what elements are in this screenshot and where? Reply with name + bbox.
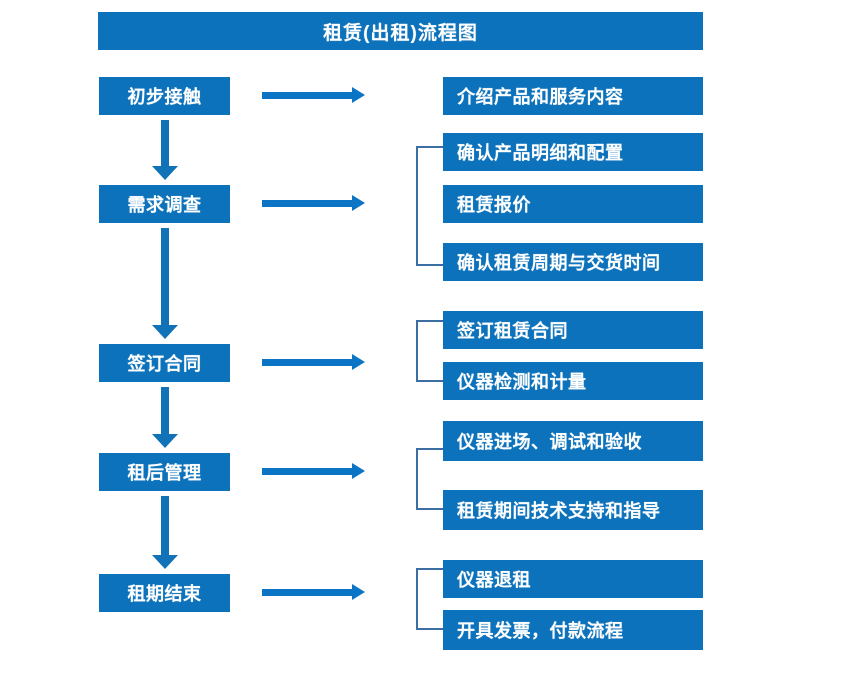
down-arrow-4-head <box>152 555 178 569</box>
stage-label-5: 租期结束 <box>127 584 202 604</box>
down-arrow-2-to-3 <box>152 228 178 339</box>
stage-box-4[interactable]: 租后管理 <box>99 453 230 491</box>
down-arrow-2-head <box>152 325 178 339</box>
down-arrow-1-head <box>152 166 178 180</box>
detail-box-7[interactable]: 仪器进场、调试和验收 <box>443 421 703 461</box>
stage-label-4: 租后管理 <box>127 463 202 483</box>
right-arrow-3-head <box>352 354 365 370</box>
right-arrow-5-head <box>352 584 365 600</box>
down-arrow-2-shaft <box>161 228 169 325</box>
detail-label-1: 介绍产品和服务内容 <box>457 87 624 107</box>
right-arrow-stage-1 <box>262 85 365 107</box>
down-arrow-4-shaft <box>161 496 169 555</box>
detail-box-9[interactable]: 仪器退租 <box>443 560 703 598</box>
stage-box-5[interactable]: 租期结束 <box>99 574 230 612</box>
diagram-title-text: 租赁(出租)流程图 <box>323 22 478 44</box>
bracket-group-4 <box>416 568 443 630</box>
stage-box-1[interactable]: 初步接触 <box>99 77 230 115</box>
right-arrow-1-head <box>352 87 365 103</box>
right-arrow-stage-2 <box>262 193 365 215</box>
right-arrow-3-shaft <box>262 359 352 366</box>
stage-box-3[interactable]: 签订合同 <box>99 344 230 382</box>
right-arrow-4-head <box>352 463 365 479</box>
bracket-group-2 <box>416 320 443 382</box>
right-arrow-stage-5 <box>262 582 365 604</box>
right-arrow-stage-3 <box>262 352 365 374</box>
down-arrow-4-to-5 <box>152 496 178 569</box>
detail-label-10: 开具发票，付款流程 <box>457 621 624 641</box>
down-arrow-3-head <box>152 434 178 448</box>
detail-box-8[interactable]: 租赁期间技术支持和指导 <box>443 490 703 530</box>
detail-box-6[interactable]: 仪器检测和计量 <box>443 362 703 400</box>
detail-box-3[interactable]: 租赁报价 <box>443 185 703 223</box>
detail-box-4[interactable]: 确认租赁周期与交货时间 <box>443 243 703 281</box>
detail-label-6: 仪器检测和计量 <box>457 372 587 392</box>
down-arrow-3-to-4 <box>152 387 178 448</box>
right-arrow-5-shaft <box>262 589 352 596</box>
detail-label-4: 确认租赁周期与交货时间 <box>457 253 661 273</box>
down-arrow-1-shaft <box>161 120 169 166</box>
diagram-title-bar: 租赁(出租)流程图 <box>98 12 703 50</box>
detail-label-8: 租赁期间技术支持和指导 <box>457 501 661 521</box>
right-arrow-1-shaft <box>262 92 352 99</box>
detail-box-2[interactable]: 确认产品明细和配置 <box>443 133 703 171</box>
stage-label-1: 初步接触 <box>127 87 202 107</box>
right-arrow-2-head <box>352 195 365 211</box>
detail-label-7: 仪器进场、调试和验收 <box>457 432 642 452</box>
down-arrow-3-shaft <box>161 387 169 434</box>
bracket-group-1 <box>416 146 443 266</box>
detail-label-9: 仪器退租 <box>457 570 531 590</box>
stage-label-3: 签订合同 <box>127 354 202 374</box>
detail-label-3: 租赁报价 <box>457 195 531 215</box>
detail-box-1[interactable]: 介绍产品和服务内容 <box>443 77 703 115</box>
right-arrow-4-shaft <box>262 468 352 475</box>
stage-box-2[interactable]: 需求调查 <box>99 185 230 223</box>
down-arrow-1-to-2 <box>152 120 178 180</box>
right-arrow-stage-4 <box>262 461 365 483</box>
stage-label-2: 需求调查 <box>127 195 202 215</box>
detail-label-2: 确认产品明细和配置 <box>457 143 624 163</box>
bracket-group-3 <box>416 448 443 510</box>
detail-box-10[interactable]: 开具发票，付款流程 <box>443 610 703 650</box>
detail-box-5[interactable]: 签订租赁合同 <box>443 311 703 349</box>
detail-label-5: 签订租赁合同 <box>457 321 568 341</box>
right-arrow-2-shaft <box>262 200 352 207</box>
